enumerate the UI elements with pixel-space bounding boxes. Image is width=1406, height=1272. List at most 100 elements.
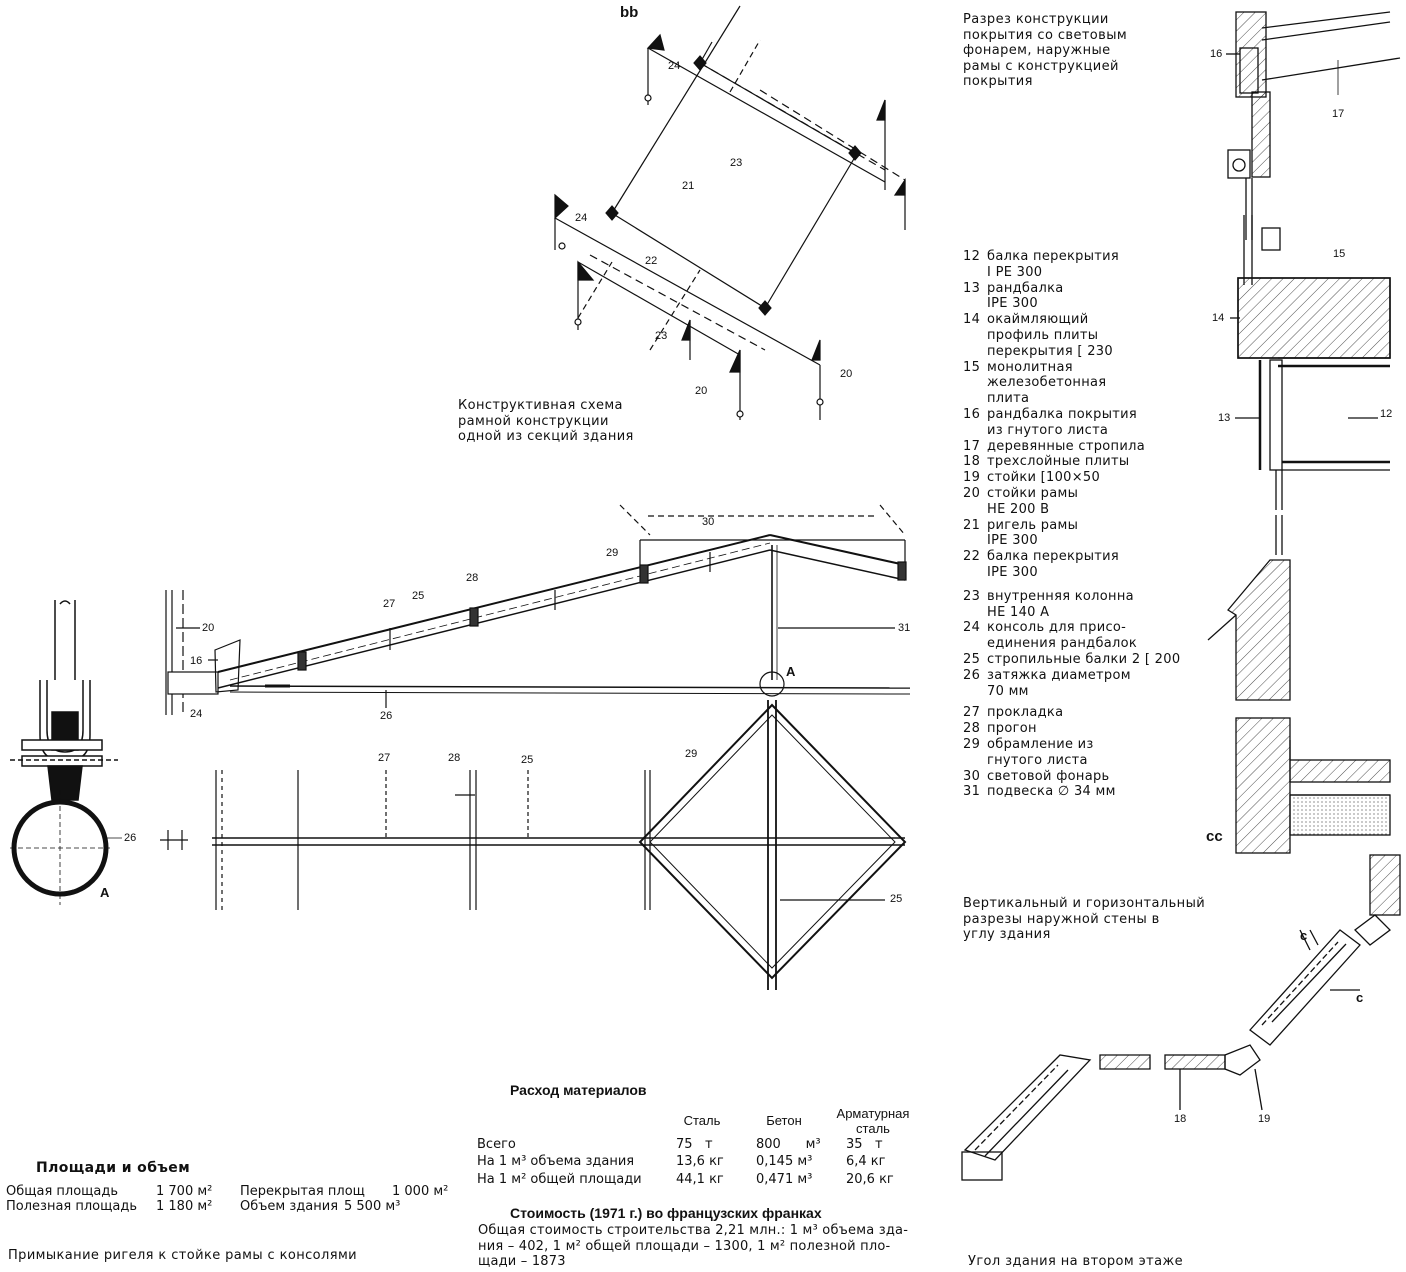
detail-a <box>10 600 122 905</box>
detail-a-label: 26 <box>124 832 137 844</box>
legend-number <box>963 423 987 439</box>
legend-number <box>963 502 987 518</box>
materials-cell: 44,1 кг <box>676 1172 724 1187</box>
scheme-label: 21 <box>682 180 695 192</box>
materials-cell: 20,6 кг <box>846 1172 894 1187</box>
plan-view <box>160 700 907 990</box>
materials-row-label: На 1 м³ объема здания <box>477 1154 635 1169</box>
legend-item: единения рандбалок <box>963 636 1203 652</box>
legend-item: железобетонная <box>963 375 1203 391</box>
legend-text: консоль для присо- <box>987 620 1127 636</box>
col-header: Арматурная сталь <box>836 1106 910 1136</box>
cost-text: Общая стоимость строительства 2,21 млн.:… <box>478 1223 909 1269</box>
legend-number: 12 <box>963 249 981 264</box>
legend-number: 30 <box>963 768 981 784</box>
area-label: Объем здания <box>240 1199 339 1214</box>
area-label: Перекрытая площ <box>240 1184 365 1199</box>
plan-label: 27 <box>378 752 391 764</box>
area-value: 1 180 м² <box>156 1199 213 1214</box>
wall-label: 19 <box>1258 1113 1271 1125</box>
legend-number: 25 <box>963 651 981 667</box>
legend-text: затяжка диаметром <box>987 667 1131 683</box>
legend-text: прокладка <box>987 705 1064 721</box>
legend-number: 24 <box>963 620 981 636</box>
legend-text: IPE 300 <box>987 533 1038 549</box>
roof-label: 25 <box>412 590 425 602</box>
materials-cell: 6,4 кг <box>846 1154 886 1169</box>
legend-number: 28 <box>963 721 981 737</box>
roof-label: 20 <box>202 622 215 634</box>
legend-item: из гнутого листа <box>963 423 1203 439</box>
legend-text: балка перекрытия <box>987 549 1120 565</box>
materials-cell: 35 т <box>846 1137 883 1152</box>
legend-item: 70 мм <box>963 684 1203 700</box>
col-header: Сталь <box>683 1113 721 1128</box>
section-label: 16 <box>1210 48 1223 60</box>
legend-number <box>963 344 987 360</box>
area-label: Полезная площадь <box>6 1199 137 1214</box>
legend-text: плита <box>987 391 1030 407</box>
legend-number: 29 <box>963 736 981 752</box>
legend-text: HE 140 A <box>987 604 1050 620</box>
section-cc <box>1207 11 1401 854</box>
legend-item: 21 ригель рамы <box>963 518 1203 534</box>
legend-text: обрамление из <box>987 736 1094 752</box>
legend-number: 14 <box>963 312 981 328</box>
roof-label: 16 <box>190 655 203 667</box>
legend-number: 22 <box>963 549 981 565</box>
legend-text: внутренняя колонна <box>987 588 1134 604</box>
legend-text: подвеска ∅ 34 мм <box>987 784 1116 800</box>
plan-label: 25 <box>521 754 534 766</box>
legend-number <box>963 565 987 581</box>
legend-item: IPE 300 <box>963 565 1203 581</box>
legend-text: ригель рамы <box>987 517 1079 533</box>
legend-number <box>963 296 987 312</box>
roof-section <box>165 504 911 715</box>
legend-item: 31 подвеска ∅ 34 мм <box>963 784 1203 800</box>
legend-text: рандбалка покрытия <box>987 406 1138 422</box>
cut-mark-c: c <box>1300 928 1308 943</box>
section-label: 12 <box>1380 408 1393 420</box>
legend-text: IPE 300 <box>987 296 1038 312</box>
scheme-caption: Конструктивная схема рамной конструкции … <box>458 398 634 444</box>
legend-text: IPE 300 <box>987 564 1038 580</box>
legend-number: 31 <box>963 784 981 800</box>
legend-number <box>963 753 987 769</box>
legend-item: профиль плиты <box>963 328 1203 344</box>
materials-cell: 800 м³ <box>756 1137 821 1152</box>
legend-item: HE 200 B <box>963 502 1203 518</box>
section-label: 15 <box>1333 248 1346 260</box>
scheme-label: 22 <box>645 255 658 267</box>
area-value: 1 000 м² <box>392 1184 449 1199</box>
col-header: Бетон <box>766 1113 802 1128</box>
legend-text: прогон <box>987 721 1037 737</box>
roof-label: 24 <box>190 708 203 720</box>
frame-scheme <box>554 5 906 420</box>
legend-text: окаймляющий <box>987 312 1089 328</box>
areas-title: Площади и объем <box>36 1160 191 1176</box>
legend-number: 21 <box>963 517 981 533</box>
joint-caption: Примыкание ригеля к стойке рамы с консол… <box>8 1248 358 1263</box>
wall-section-caption: Вертикальный и горизонтальный разрезы на… <box>963 896 1206 942</box>
legend-item: плита <box>963 391 1203 407</box>
legend-item: 28 прогон <box>963 721 1203 737</box>
materials-row-label: На 1 м² общей площади <box>477 1172 642 1187</box>
section-mark-cc: cc <box>1206 828 1223 845</box>
legend-item: 22 балка перекрытия <box>963 549 1203 565</box>
area-value: 5 500 м³ <box>344 1199 401 1214</box>
legend-number <box>963 636 987 652</box>
scheme-label: 20 <box>840 368 853 380</box>
legend-text: рандбалка <box>987 280 1064 296</box>
cut-mark-c: c <box>1356 990 1364 1005</box>
plan-label: 28 <box>448 752 461 764</box>
detail-mark-a: A <box>786 664 796 679</box>
detail-a-mark: A <box>100 885 110 900</box>
section-label: 13 <box>1218 412 1231 424</box>
